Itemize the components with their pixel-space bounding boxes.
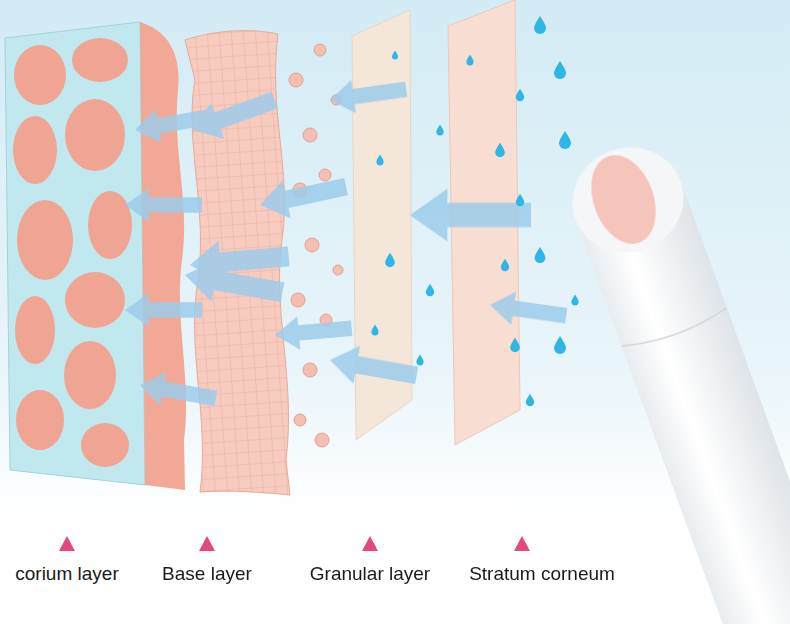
corium-cells (13, 38, 132, 467)
layer-label: Stratum corneum (469, 563, 615, 586)
layer-label: Base layer (162, 563, 252, 586)
layer-label: Granular layer (310, 563, 430, 586)
cell-dots (289, 44, 343, 447)
penetration-arrows (125, 73, 569, 415)
base-layer-sheet (185, 31, 290, 495)
device-seam (622, 308, 730, 353)
device-tip (580, 146, 668, 253)
beauty-device (558, 132, 790, 624)
corium-side (140, 22, 186, 490)
device-head (558, 132, 699, 268)
corium-front (5, 22, 145, 485)
water-droplets (371, 16, 578, 406)
layer-label: corium layer (15, 563, 118, 586)
label-markers (59, 536, 530, 551)
